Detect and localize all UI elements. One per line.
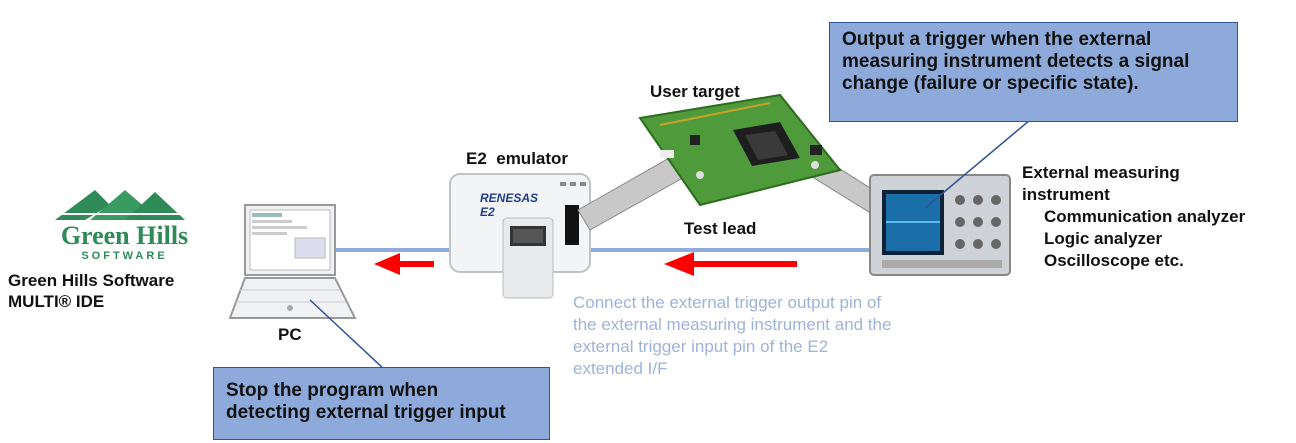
- instrument-label: External measuring instrument Communicat…: [1022, 162, 1245, 272]
- product-label: Green Hills Software MULTI® IDE: [8, 270, 174, 312]
- green-hills-logo-mark: [55, 190, 188, 220]
- callout-top-line2: measuring instrument detects a signal: [842, 51, 1190, 72]
- logo-brand-text: Green Hills: [60, 221, 189, 250]
- connection-note: Connect the external trigger output pin …: [573, 292, 891, 380]
- note-line1: Connect the external trigger output pin …: [573, 293, 882, 312]
- note-line2: the external measuring instrument and th…: [573, 315, 892, 334]
- instrument-callout-pointer: [924, 119, 1031, 209]
- emulator-brand-text: RENESAS: [480, 191, 539, 205]
- instrument-label-line2: instrument: [1022, 185, 1110, 204]
- logo-brand-subtext: SOFTWARE: [81, 250, 168, 262]
- callout-bottom-line2: detecting external trigger input: [226, 402, 506, 423]
- callout-top-line3: change (failure or specific state).: [842, 73, 1139, 94]
- trigger-output-callout: Output a trigger when the external measu…: [829, 22, 1238, 122]
- pc-label: PC: [278, 325, 302, 344]
- trigger-arrow-right: [664, 252, 797, 276]
- note-line4: extended I/F: [573, 359, 668, 378]
- instrument-type-item: Oscilloscope etc.: [1044, 251, 1184, 270]
- green-hills-logo: Green Hills SOFTWARE: [52, 221, 197, 263]
- instrument-type-item: Communication analyzer: [1044, 207, 1246, 226]
- note-line3: external trigger input pin of the E2: [573, 337, 829, 356]
- product-label-line2: MULTI® IDE: [8, 292, 105, 311]
- user-target-board: [638, 93, 842, 207]
- trigger-arrow-left: [374, 253, 434, 275]
- test-lead-label: Test lead: [684, 219, 757, 238]
- product-label-line1: Green Hills Software: [8, 271, 175, 290]
- pc-callout-pointer: [309, 299, 386, 371]
- callout-top-line1: Output a trigger when the external: [842, 29, 1152, 50]
- instrument-type-item: Logic analyzer: [1044, 229, 1163, 248]
- emulator-label: E2 emulator: [466, 149, 569, 168]
- instrument-label-line1: External measuring: [1022, 163, 1180, 182]
- callout-bottom-line1: Stop the program when: [226, 380, 439, 401]
- stop-program-callout: Stop the program when detecting external…: [213, 367, 550, 440]
- user-target-label: User target: [650, 82, 740, 101]
- emulator-model-text: E2: [480, 205, 495, 219]
- oscilloscope-icon: [869, 174, 1011, 276]
- pc-laptop-icon: [228, 204, 357, 319]
